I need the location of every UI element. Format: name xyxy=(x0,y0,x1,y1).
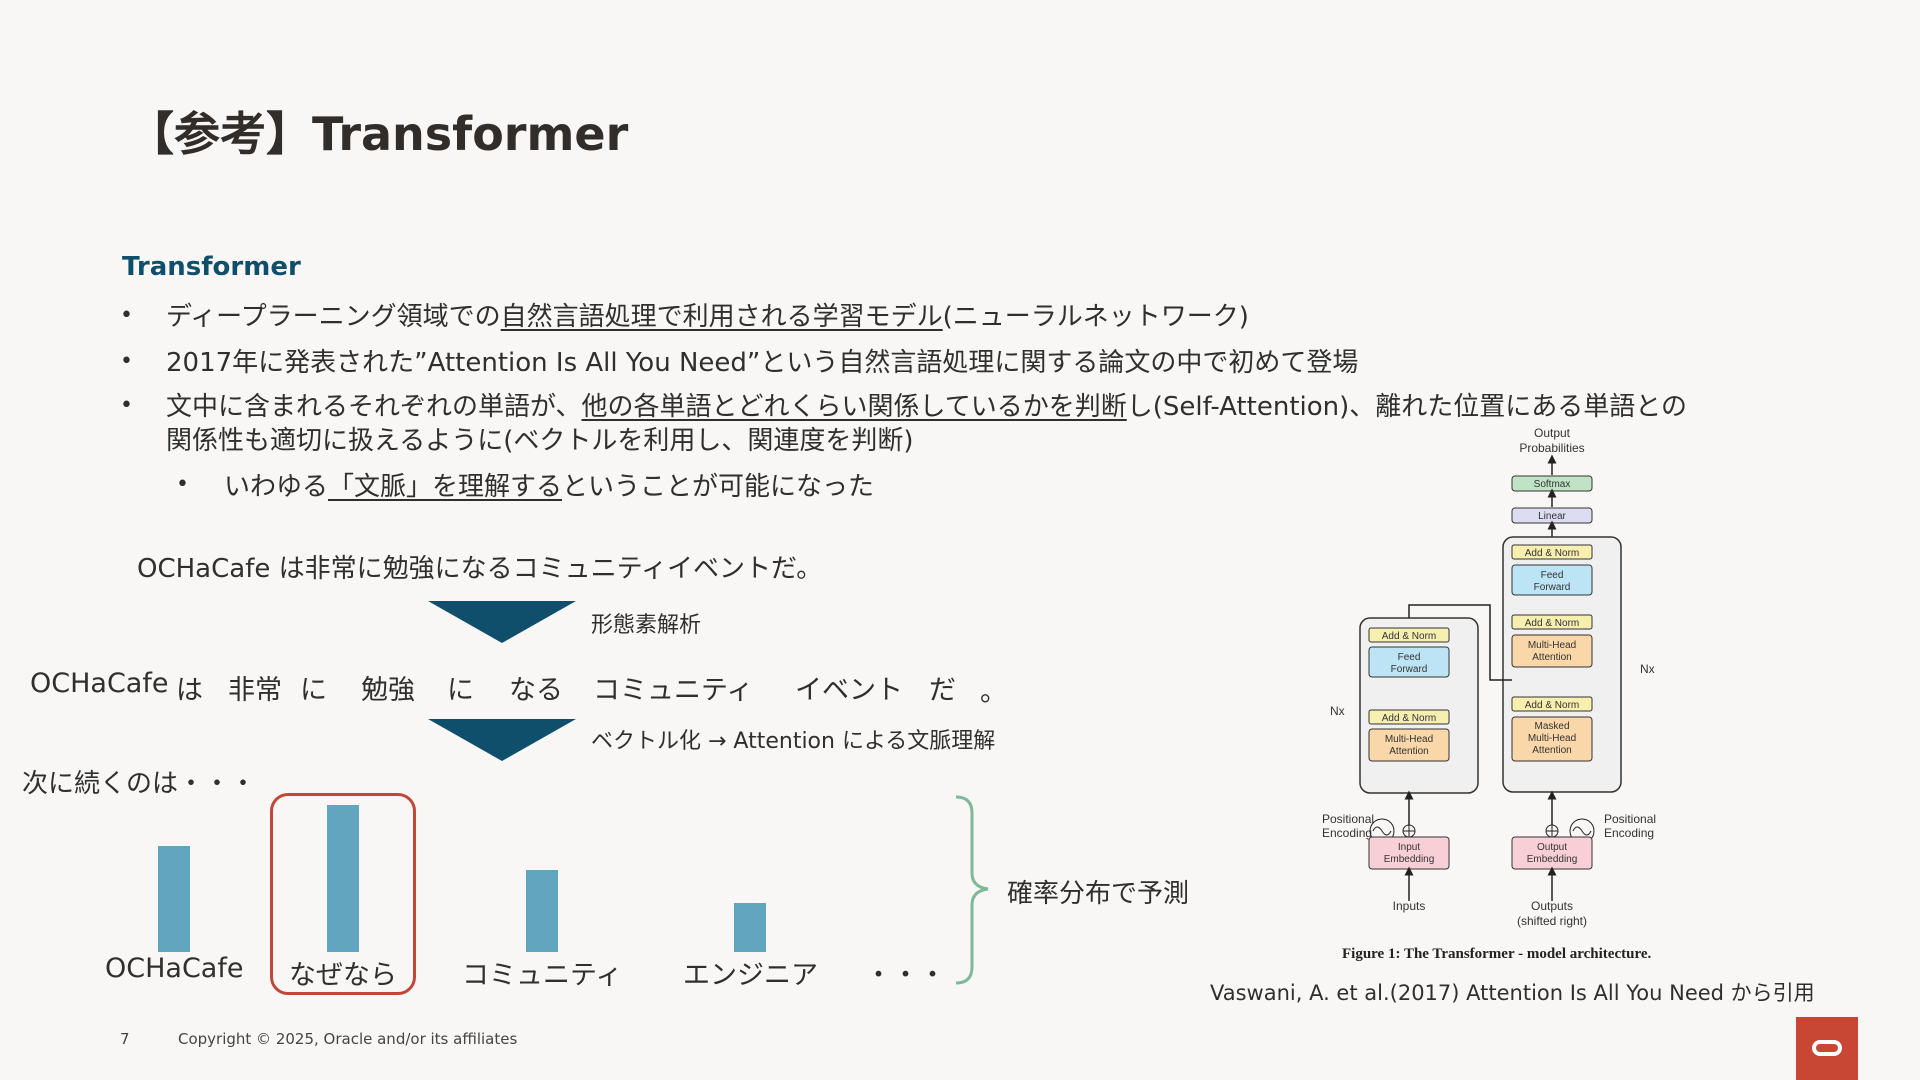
bullet-3: 文中に含まれるそれぞれの単語が、他の各単語とどれくらい関係しているかを判断し(S… xyxy=(166,386,1687,423)
candidate-label: なぜなら xyxy=(289,960,397,991)
next-word-prompt: 次に続くのは・・・ xyxy=(22,769,257,799)
down-arrow-icon xyxy=(428,719,576,761)
bullet-1-underlined: 自然言語処理で利用される学習モデル xyxy=(500,302,943,332)
token: イベント xyxy=(795,675,903,706)
sub-bullet-text: いわゆる xyxy=(224,472,329,502)
token: に xyxy=(447,675,474,706)
bullet-3-underlined: 他の各単語とどれくらい関係しているかを判断 xyxy=(581,392,1127,422)
down-arrow-icon xyxy=(428,601,576,643)
fig-add-norm: Add & Norm xyxy=(1382,631,1436,642)
sub-bullet: いわゆる「文脈」を理解するということが可能になった xyxy=(224,466,874,503)
fig-encoder-block xyxy=(1359,617,1479,794)
token: に xyxy=(300,675,327,706)
probability-bar xyxy=(158,846,190,952)
oracle-logo xyxy=(1796,1017,1858,1080)
token: は xyxy=(176,675,203,706)
fig-inputs: Inputs xyxy=(1393,899,1426,913)
sub-bullet-tail: ということが可能になった xyxy=(562,472,875,502)
page-number: 7 xyxy=(120,1030,130,1048)
token: 勉強 xyxy=(361,675,415,706)
token: OCHaCafe xyxy=(30,668,169,699)
token: コミュニティ xyxy=(593,675,754,706)
figure-caption: Figure 1: The Transformer - model archit… xyxy=(1342,946,1652,962)
fig-add-norm: Add & Norm xyxy=(1525,548,1579,559)
fig-linear-label: Linear xyxy=(1538,511,1566,522)
probability-bar xyxy=(327,805,359,952)
sub-bullet-underlined: 「文脈」を理解する xyxy=(328,472,563,502)
fig-add-norm: Add & Norm xyxy=(1525,618,1579,629)
token: 。 xyxy=(980,677,1007,708)
token: 非常 xyxy=(228,675,282,706)
candidate-label: エンジニア xyxy=(683,960,818,991)
step2-label: ベクトル化 → Attention による文脈理解 xyxy=(591,729,996,754)
token: だ xyxy=(929,675,956,706)
step1-label: 形態素解析 xyxy=(591,613,702,638)
fig-nx-decoder: Nx xyxy=(1640,662,1655,676)
fig-outputs: Outputs(shifted right) xyxy=(1517,899,1587,928)
curly-brace-icon xyxy=(955,795,989,985)
bullet-1-tail: (ニューラルネットワーク) xyxy=(942,302,1249,332)
bullet-dot: • xyxy=(120,349,133,374)
bullet-3-tail: し(Self-Attention)、離れた位置にある単語との xyxy=(1126,392,1688,422)
copyright: Copyright © 2025, Oracle and/or its affi… xyxy=(178,1030,518,1048)
bullet-1: ディープラーニング領域での自然言語処理で利用される学習モデル(ニューラルネットワ… xyxy=(166,296,1249,333)
brace-label: 確率分布で予測 xyxy=(1007,879,1190,909)
example-sentence: OCHaCafe は非常に勉強になるコミュニティイベントだ。 xyxy=(137,554,823,584)
candidate-label: OCHaCafe xyxy=(105,953,244,984)
probability-bar xyxy=(734,903,766,952)
fig-nx-encoder: Nx xyxy=(1330,704,1345,718)
bullet-1-text: ディープラーニング領域での xyxy=(166,302,501,332)
bullet-3-text: 文中に含まれるそれぞれの単語が、 xyxy=(166,392,582,422)
section-heading: Transformer xyxy=(122,252,301,282)
bullet-dot: • xyxy=(120,303,133,328)
fig-add-norm: Add & Norm xyxy=(1525,700,1579,711)
candidate-label: コミュニティ xyxy=(462,960,623,991)
token: なる xyxy=(509,675,563,706)
bullet-3-line2: 関係性も適切に扱えるように(ベクトルを利用し、関連度を判断) xyxy=(166,426,914,456)
slide-title: 【参考】Transformer xyxy=(128,107,629,161)
probability-bar xyxy=(526,870,558,952)
fig-softmax-label: Softmax xyxy=(1534,479,1571,490)
oracle-logo-icon xyxy=(1812,1040,1842,1056)
highlight-box xyxy=(270,793,416,995)
candidate-label: ・・・ xyxy=(865,960,946,991)
bullet-dot: • xyxy=(120,393,133,418)
bullet-2-text: 2017年に発表された”Attention Is All You Need”とい… xyxy=(166,348,1359,378)
citation: Vaswani, A. et al.(2017) Attention Is Al… xyxy=(1210,981,1815,1005)
bullet-2: 2017年に発表された”Attention Is All You Need”とい… xyxy=(166,342,1358,379)
fig-add-norm: Add & Norm xyxy=(1382,713,1436,724)
sub-bullet-dot: • xyxy=(176,472,189,497)
